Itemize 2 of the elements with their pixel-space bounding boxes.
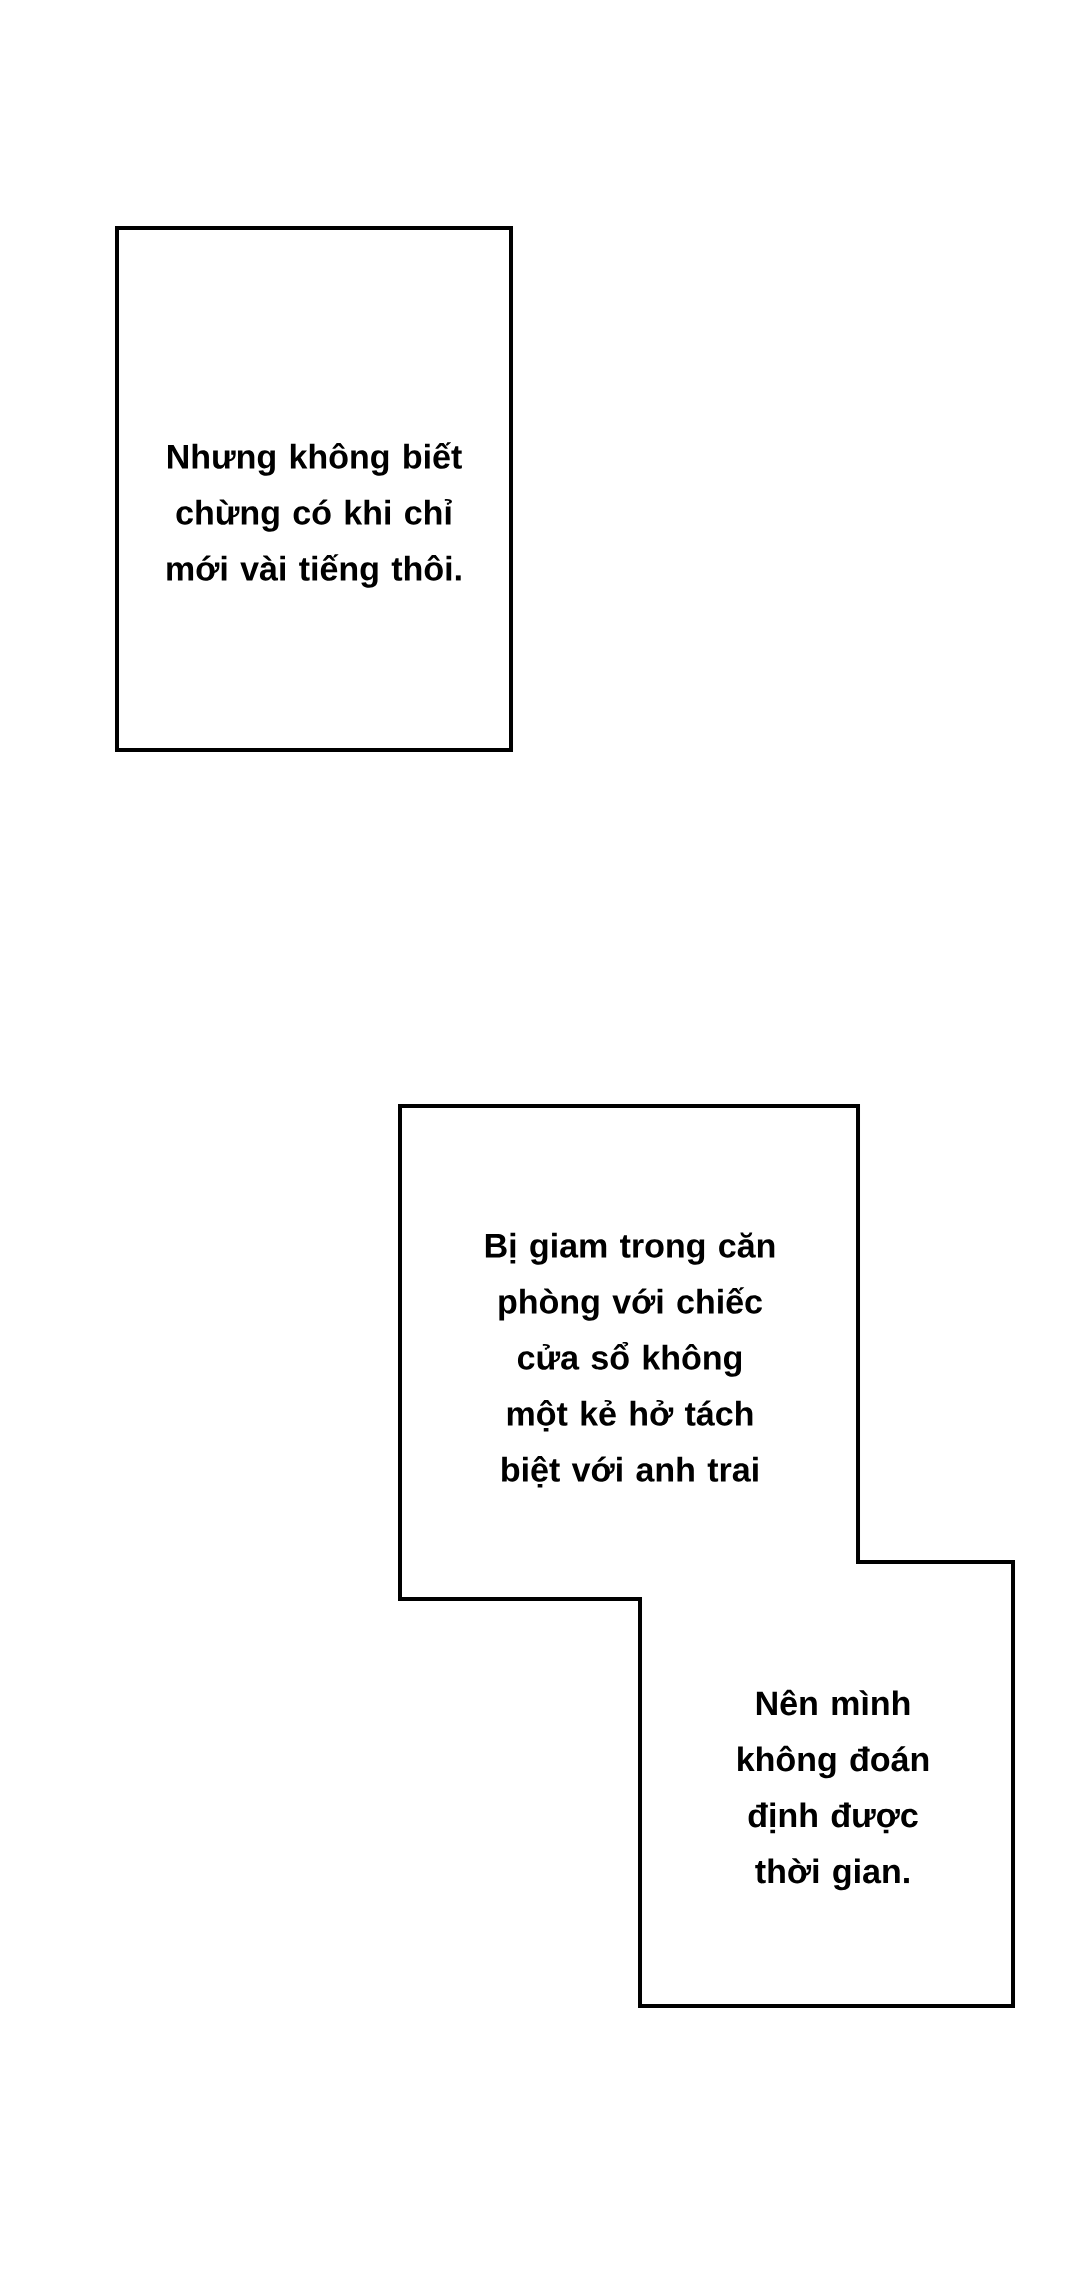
panel-box: Bị giam trong căn phòng với chiếc cửa sổ không một kẻ hở tách biệt với anh trai Nên mình không đoán định được thời gian. (398, 1104, 1015, 2008)
panel-box: Nhưng không biết chừng có khi chỉ mới vài tiếng thôi. (115, 225, 513, 752)
